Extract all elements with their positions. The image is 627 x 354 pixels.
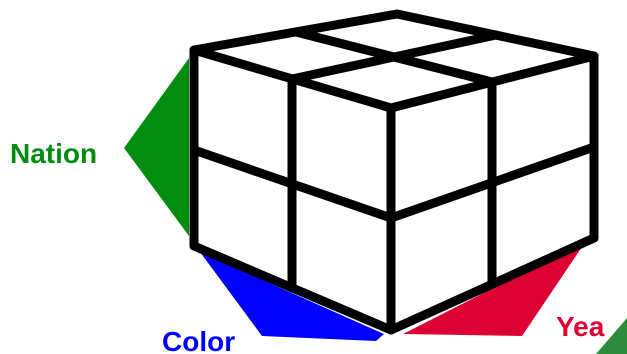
year-label: Yea (556, 311, 605, 342)
nation-dimension-wedge (124, 58, 189, 236)
color-label: Color (162, 326, 235, 354)
nation-label: Nation (10, 138, 97, 169)
